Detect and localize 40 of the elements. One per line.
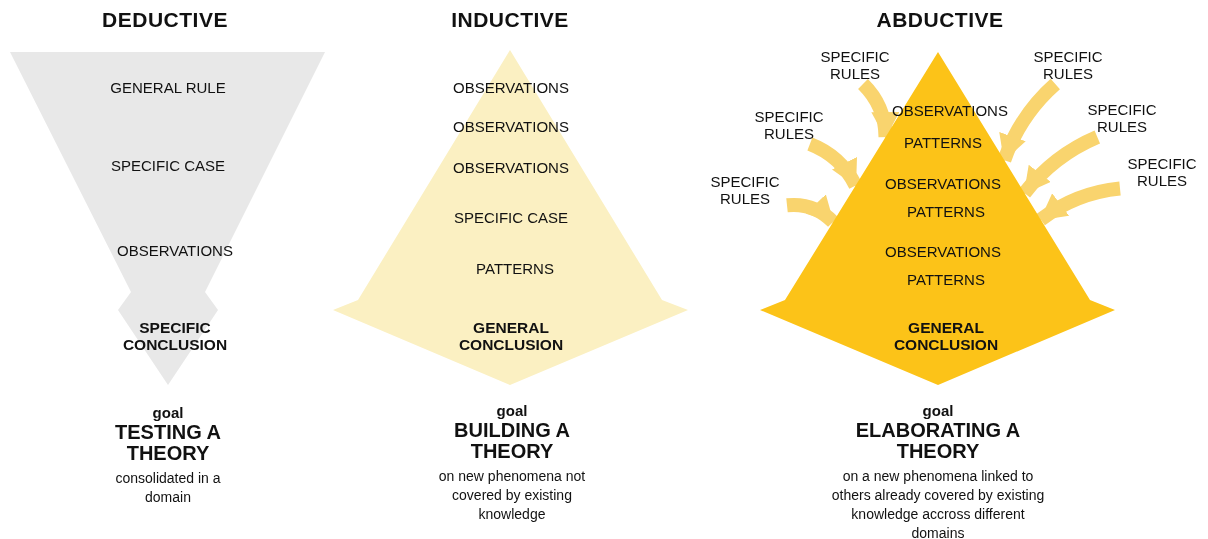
- curved-arrow: [997, 78, 1061, 163]
- rule-label: SPECIFIC RULES: [1082, 101, 1162, 135]
- goal-title: TESTING A THEORY: [114, 422, 222, 464]
- heading: DEDUCTIVE: [102, 8, 228, 32]
- conclusion-label: GENERAL CONCLUSION: [892, 319, 1000, 353]
- conclusion-label: GENERAL CONCLUSION: [457, 319, 565, 353]
- rule-label: SPECIFIC RULES: [1122, 155, 1202, 189]
- goal-label: goal: [152, 404, 184, 422]
- conclusion-label: SPECIFIC CONCLUSION: [121, 319, 229, 353]
- stage-label: SPECIFIC CASE: [110, 157, 226, 175]
- curved-arrow: [1036, 181, 1121, 226]
- stage-label: PATTERNS: [907, 203, 985, 221]
- stage-label: OBSERVATIONS: [885, 243, 1001, 261]
- stage-label: SPECIFIC CASE: [453, 209, 569, 227]
- rule-label: SPECIFIC RULES: [705, 173, 785, 207]
- rule-label: SPECIFIC RULES: [1028, 48, 1108, 82]
- stage-label: PATTERNS: [476, 260, 554, 278]
- goal-description: on a new phenomena linked to others already covered by existing knowledge accross different domains: [830, 467, 1046, 539]
- heading: INDUCTIVE: [451, 8, 569, 32]
- goal-description: consolidated in a domain: [114, 469, 222, 507]
- stage-label: OBSERVATIONS: [453, 118, 569, 136]
- rule-label: SPECIFIC RULES: [749, 108, 829, 142]
- stage-label: PATTERNS: [907, 271, 985, 289]
- goal-title: BUILDING A THEORY: [453, 420, 571, 462]
- stage-label: OBSERVATIONS: [885, 175, 1001, 193]
- stage-label: OBSERVATIONS: [453, 159, 569, 177]
- goal-label: goal: [496, 402, 528, 420]
- stage-label: OBSERVATIONS: [453, 79, 569, 97]
- curved-arrow: [807, 137, 862, 189]
- curved-arrow: [857, 79, 899, 139]
- stage-label: OBSERVATIONS: [117, 242, 233, 260]
- goal-label: goal: [922, 402, 954, 420]
- stage-label: PATTERNS: [904, 134, 982, 152]
- rule-label: SPECIFIC RULES: [815, 48, 895, 82]
- stage-label: GENERAL RULE: [110, 79, 226, 97]
- curved-arrow: [786, 194, 838, 228]
- heading: ABDUCTIVE: [876, 8, 1004, 32]
- goal-title: ELABORATING A THEORY: [854, 420, 1022, 462]
- curved-arrow: [1019, 130, 1101, 198]
- goal-description: on new phenomena not covered by existing knowledge: [437, 466, 587, 524]
